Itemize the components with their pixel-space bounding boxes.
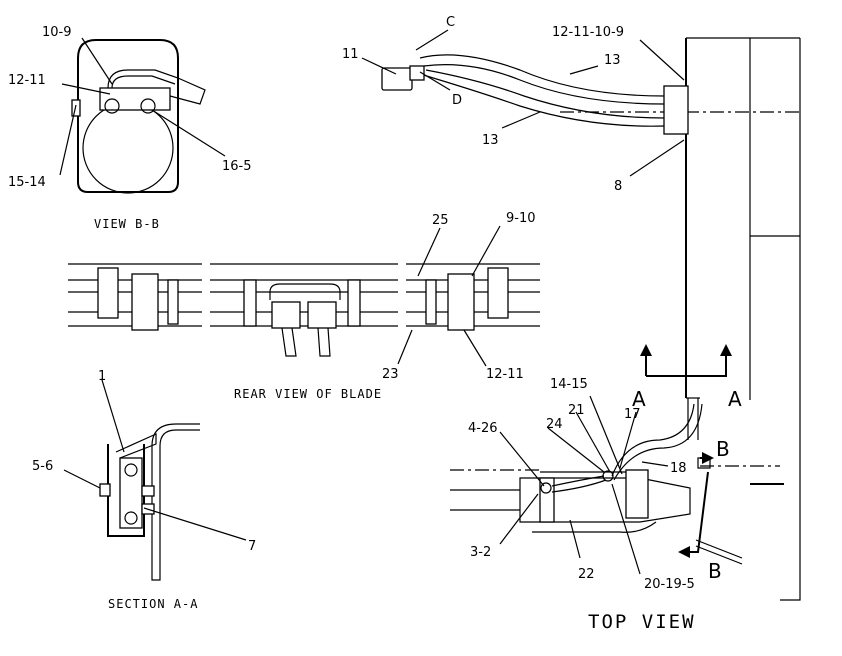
callout-8: 8 [614,179,622,194]
callout-5-6: 5-6 [32,459,53,474]
callout-18: 18 [670,461,687,476]
hose-routing-drawing [361,29,801,601]
callout-21: 21 [568,403,585,418]
callout-24: 24 [546,417,563,432]
callout-c: C [446,15,455,30]
callout-13-lower: 13 [482,133,499,148]
top-view-drawing [450,395,784,575]
view-bb-caption: VIEW B-B [94,217,160,231]
callout-3-2: 3-2 [470,545,491,560]
section-arrow-a-left: A [632,387,646,411]
callout-bb-15-14: 15-14 [8,175,46,190]
callout-22: 22 [578,567,595,582]
section-arrow-b-bottom: B [708,559,722,583]
section-aa-drawing [63,379,247,581]
callout-12-11-10-9: 12-11-10-9 [552,25,624,40]
callout-d: D [452,93,462,108]
callout-4-26: 4-26 [468,421,498,436]
callout-20-19-5: 20-19-5 [644,577,695,592]
section-arrow-a-right: A [728,387,742,411]
rear-view-drawing [68,225,540,367]
callout-13-upper: 13 [604,53,621,68]
top-view-caption: TOP VIEW [588,611,696,633]
callout-12-11-rear: 12-11 [486,367,524,382]
callout-1: 1 [98,369,106,384]
callout-9-10: 9-10 [506,211,536,226]
callout-11: 11 [342,47,359,62]
section-aa-caption: SECTION A-A [108,597,198,611]
callout-23: 23 [382,367,399,382]
callout-bb-12-11: 12-11 [8,73,46,88]
callout-7: 7 [248,539,256,554]
callout-bb-10-9: 10-9 [42,25,72,40]
section-arrow-b-top: B [716,437,730,461]
rear-view-caption: REAR VIEW OF BLADE [234,387,382,401]
callout-bb-16-5: 16-5 [222,159,252,174]
callout-14-15: 14-15 [550,377,588,392]
callout-25: 25 [432,213,449,228]
view-bb-drawing [59,37,226,194]
callout-17: 17 [624,407,641,422]
